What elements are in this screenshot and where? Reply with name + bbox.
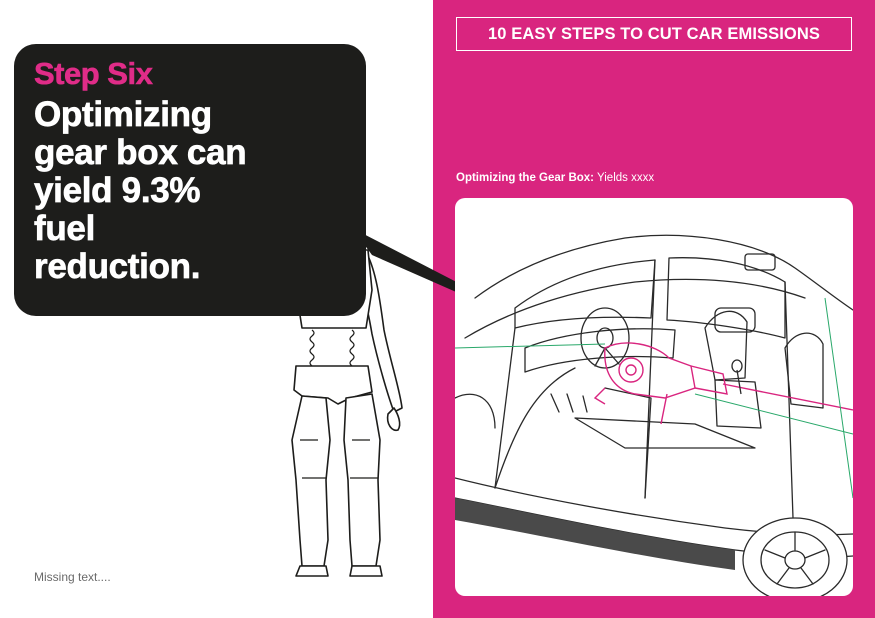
car-illustration-panel <box>455 198 853 596</box>
car-cutaway-icon <box>455 234 853 596</box>
step-label: Step Six <box>34 56 153 92</box>
footer-note: Missing text.... <box>34 570 111 584</box>
step-headline: Optimizing gear box can yield 9.3% fuel … <box>34 95 247 286</box>
caption-text: Yields xxxx <box>594 172 655 184</box>
page-title: 10 EASY STEPS TO CUT CAR EMISSIONS <box>456 17 852 51</box>
figure-caption: Optimizing the Gear Box: Yields xxxx <box>456 172 654 184</box>
caption-label: Optimizing the Gear Box: <box>456 172 595 184</box>
step-callout: Step Six Optimizing gear box can yield 9… <box>14 44 366 316</box>
